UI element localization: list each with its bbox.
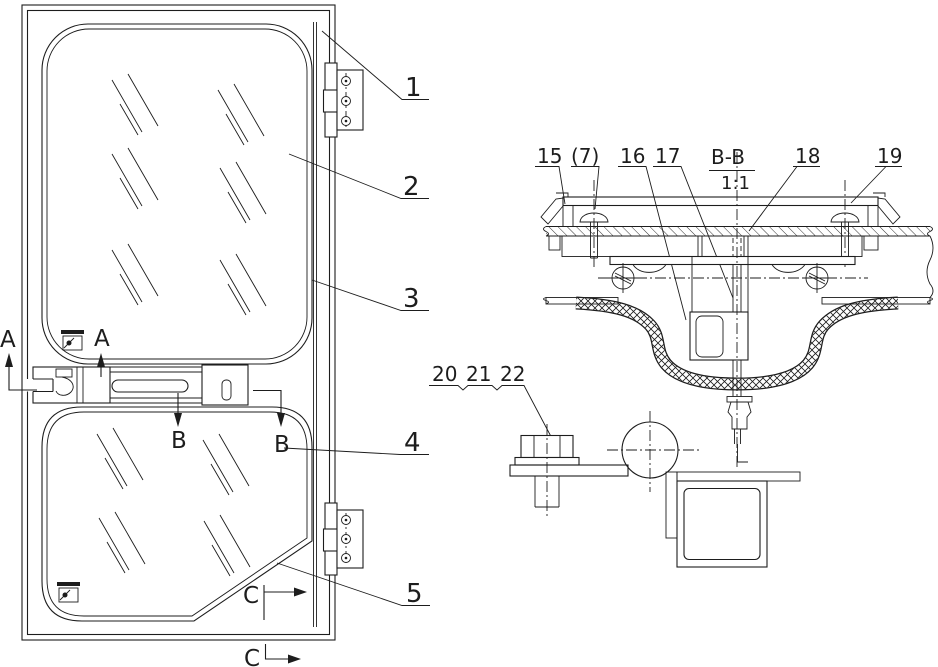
callout-7-label: (7) [571,144,599,168]
section-marker-a-left: A [0,327,37,391]
latch-pawl [55,368,74,396]
latch-box-section [689,238,749,397]
door-handle-assembly [23,364,249,406]
bracket-plate-section [509,464,629,477]
callout-15-label: 15 [537,144,562,168]
reinforcement-blocks-section [548,235,879,257]
callout-20-label: 20 [432,362,457,386]
hinge-bottom [322,502,364,576]
hinge-top [322,62,364,138]
section-marker-b-right: B [253,389,290,458]
section-scale: 1:1 [721,173,750,194]
section-marker-b-left: B [171,393,187,454]
callout-4-label: 4 [404,428,421,458]
callout-3: 3 [311,279,429,314]
section-marker-a-right: A [94,326,110,377]
callout-18-label: 18 [795,144,820,168]
striker-detail: 20 21 22 [429,362,801,568]
section-letter-c: C [244,646,260,667]
square-tube-section [665,471,801,568]
section-letter-a: A [94,326,110,352]
pan-screw-left [608,263,638,293]
section-marker-c-upper: C [243,583,307,620]
door-frame [21,4,336,641]
callout-19-label: 19 [877,144,902,168]
handle-bracket [201,364,249,406]
section-letter-a: A [0,327,16,353]
callout-21-label: 21 [466,362,491,386]
callout-1-label: 1 [405,73,422,103]
callout-22-label: 22 [500,362,525,386]
callout-1: 1 [321,30,429,103]
callout-2: 2 [288,153,429,202]
hinge-screw-icons [341,76,351,126]
glass-reflection-marks-lower [96,427,251,577]
round-bar-section [607,411,700,492]
hinge-screw-icons [341,515,351,563]
glass-reflection-marks-upper [111,73,267,316]
callout-17-label: 17 [655,144,680,168]
section-title-bb: B-B [711,145,745,169]
section-letter-b: B [171,428,187,454]
callout-5: 5 [276,562,430,609]
trim-screw-left [579,180,609,268]
pan-screw-right [802,263,832,293]
section-callouts: 15 (7) 16 17 18 19 [535,144,902,321]
handle-grip-slot [111,379,189,393]
callout-4: 4 [283,428,429,458]
trim-screw-right [830,180,860,268]
section-view-bb: B-B 1:1 15 (7) 16 17 18 19 [535,144,934,470]
callout-3-label: 3 [403,284,420,314]
clip-icon-lower [57,582,80,603]
callout-2-label: 2 [403,172,420,202]
bolt-assembly [514,424,580,519]
inner-skin-section [543,297,933,305]
section-letter-b: B [274,432,290,458]
door-assembly-view: A A B B C C [0,4,430,667]
upper-window [41,23,313,365]
section-letter-c: C [243,583,259,609]
lower-window [41,406,313,622]
door-callouts: 1 2 3 4 5 [276,30,430,609]
callout-16-label: 16 [620,144,645,168]
section-marker-c-lower: C [244,644,301,667]
lock-rod-plunger [726,396,753,463]
striker-callouts: 20 21 22 [429,362,557,447]
callout-5-label: 5 [406,579,423,609]
clip-icon-upper [61,330,84,351]
